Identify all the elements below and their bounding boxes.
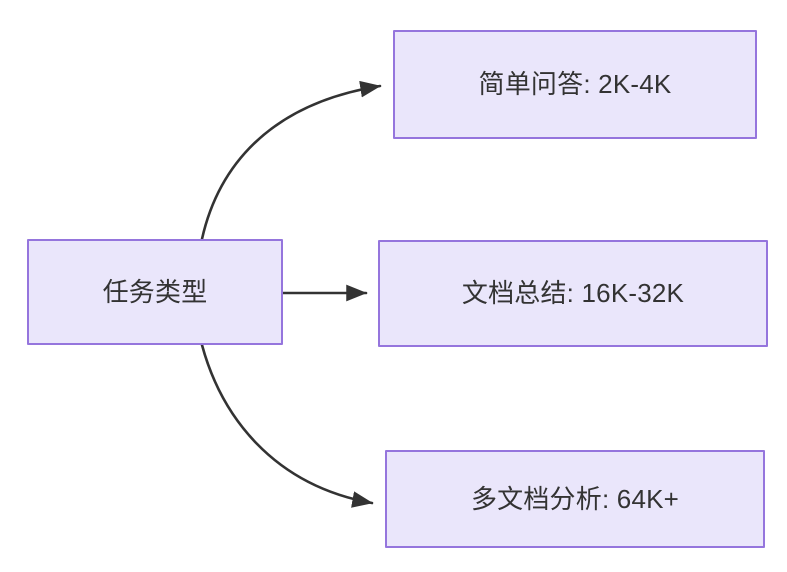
node-doc-summary[interactable]: 文档总结: 16K-32K — [378, 240, 768, 347]
edge-root-to-simple-qa — [200, 80, 382, 241]
node-label-task-type-root: 任务类型 — [102, 276, 208, 307]
node-label-multi-doc: 多文档分析: 64K+ — [470, 483, 680, 514]
node-label-doc-summary: 文档总结: 16K-32K — [461, 278, 685, 309]
edge-root-to-multi-doc — [200, 343, 374, 508]
node-label-simple-qa: 简单问答: 2K-4K — [478, 69, 672, 100]
node-multi-doc[interactable]: 多文档分析: 64K+ — [385, 450, 765, 548]
node-task-type-root[interactable]: 任务类型 — [27, 239, 283, 345]
node-simple-qa[interactable]: 简单问答: 2K-4K — [393, 30, 757, 139]
